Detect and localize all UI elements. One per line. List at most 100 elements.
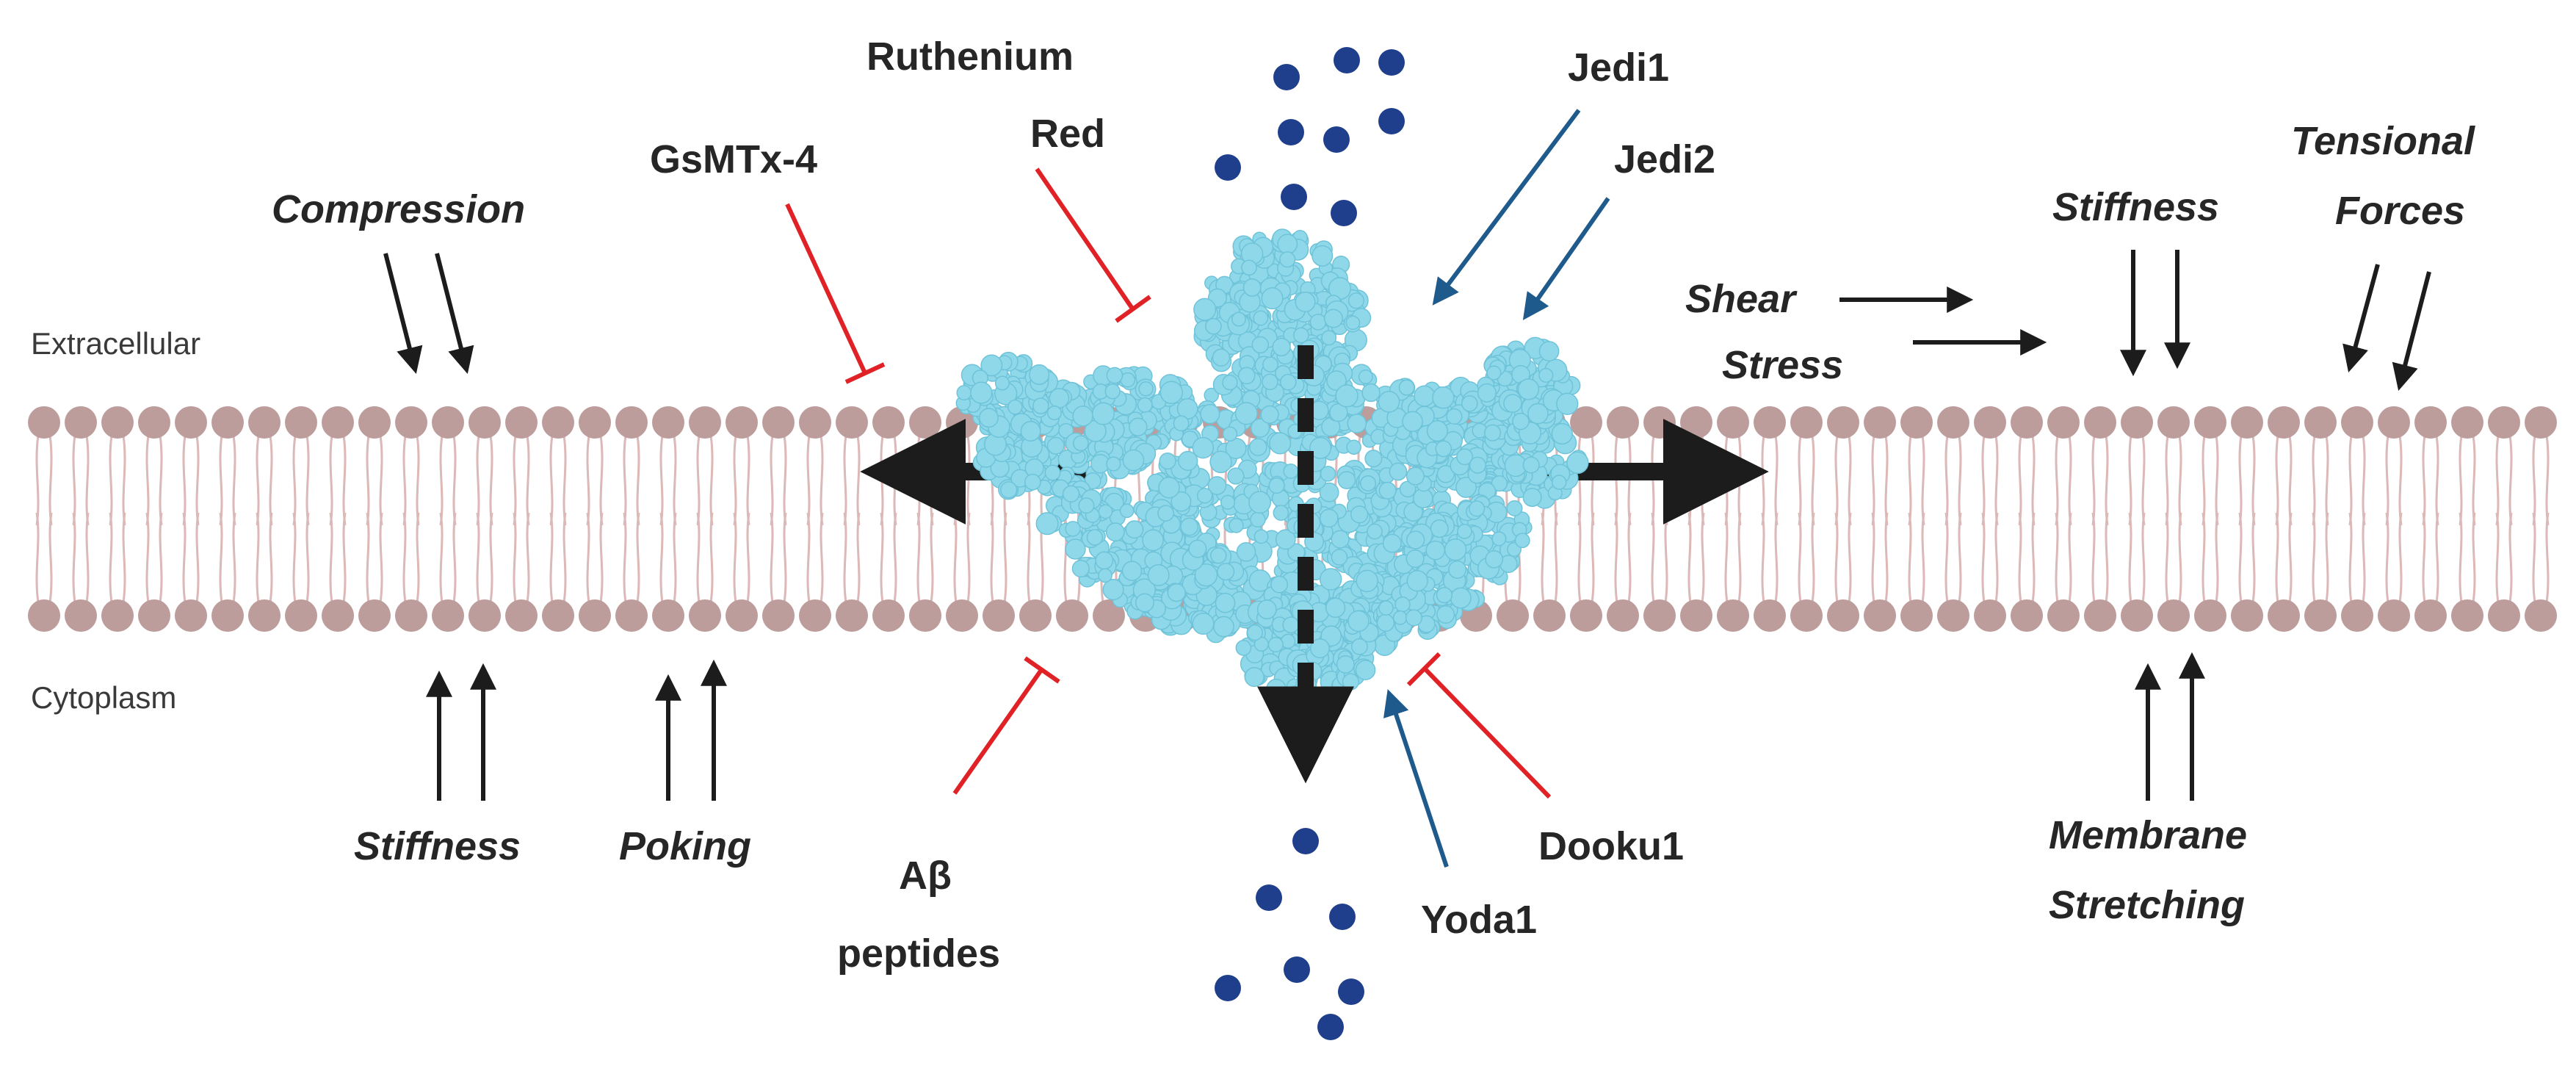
lipid-tail	[623, 435, 627, 526]
channel-atom	[1137, 397, 1153, 413]
lipid-tail	[2141, 435, 2146, 526]
lipid-head	[1790, 599, 1823, 632]
channel-atom	[1222, 375, 1238, 391]
stiffness-bottom-label: Stiffness	[354, 824, 521, 868]
lipid-tail	[696, 435, 701, 526]
lipid-tail	[562, 435, 567, 526]
lipid-tail	[109, 435, 113, 526]
lipid-head	[1570, 599, 1602, 632]
lipid-tail	[2325, 512, 2329, 603]
lipid-tail	[636, 435, 640, 526]
channel-atom	[1325, 597, 1346, 619]
lipid-tail	[820, 512, 824, 603]
channel-atom	[1491, 475, 1508, 492]
channel-atom	[1205, 317, 1222, 335]
channel-atom	[1469, 456, 1486, 474]
channel-atom	[1251, 336, 1270, 354]
lipid-tail	[1884, 512, 1889, 603]
channel-atom	[1269, 432, 1292, 455]
lipid-tail	[2495, 435, 2500, 526]
lipid-tail	[2422, 435, 2426, 526]
channel-atom	[1335, 384, 1358, 408]
lipid-tail	[2472, 435, 2476, 526]
lipid-tail	[2215, 512, 2219, 603]
channel-atom	[1098, 504, 1113, 519]
channel-atom	[1358, 370, 1373, 384]
channel-atom	[1376, 613, 1395, 632]
lipid-tail	[1811, 435, 1815, 526]
lipid-head	[762, 406, 795, 439]
lipid-tail	[232, 512, 236, 603]
lipid-tail	[1834, 512, 1839, 603]
lipid-head	[1643, 406, 1676, 439]
lipid-head	[2157, 406, 2190, 439]
abeta-label-1: Aβ	[899, 854, 952, 898]
lipid-head	[1754, 599, 1786, 632]
channel-atom	[1268, 477, 1285, 494]
lipid-tail	[2275, 435, 2279, 526]
lipid-head	[138, 599, 170, 632]
channel-atom	[1378, 600, 1394, 616]
lipid-tail	[305, 512, 310, 603]
channel-atom	[1147, 563, 1170, 586]
channel-atom	[1446, 408, 1463, 425]
lipid-head	[285, 406, 317, 439]
lipid-head	[1937, 599, 1969, 632]
membrane-stretching-label-2: Stretching	[2049, 883, 2245, 927]
lipid-tail	[1958, 512, 1962, 603]
lipid-head	[542, 406, 574, 439]
channel-atom	[1229, 518, 1244, 533]
lipid-head	[726, 406, 758, 439]
channel-atom	[1121, 561, 1143, 581]
lipid-head	[358, 599, 391, 632]
lipid-tail	[709, 435, 714, 526]
channel-atom	[1477, 383, 1497, 403]
lipid-tail	[379, 512, 383, 603]
channel-atom	[1241, 259, 1257, 276]
shear-stress-label-2: Stress	[1722, 343, 1843, 387]
lipid-head	[395, 406, 427, 439]
lipid-tail	[1921, 512, 1925, 603]
lipid-head	[1827, 599, 1859, 632]
channel-atom	[1046, 405, 1062, 421]
channel-atom	[1398, 379, 1415, 396]
channel-atom	[1159, 452, 1176, 470]
channel-atom	[1106, 456, 1121, 472]
channel-atom	[1331, 530, 1350, 549]
tensional-forces-label-1: Tensional	[2291, 119, 2475, 163]
ion-dot	[1292, 828, 1319, 854]
membrane-stretching-label-1: Membrane	[2049, 813, 2247, 857]
lipid-tail	[1994, 435, 1999, 526]
channel-atom	[1250, 418, 1270, 438]
channel-atom	[1566, 451, 1589, 475]
lipid-tail	[599, 435, 604, 526]
lipid-head	[2084, 599, 2116, 632]
lipid-tail	[990, 512, 994, 603]
lipid-head	[1864, 599, 1896, 632]
lipid-head	[726, 599, 758, 632]
lipid-tail	[1774, 435, 1779, 526]
lipid-tail	[783, 512, 787, 603]
lipid-tail	[145, 512, 150, 603]
channel-atom	[1425, 540, 1446, 561]
ion-dot	[1317, 1014, 1344, 1040]
abeta-inhibitor-bar	[1024, 656, 1060, 684]
channel-atom	[1279, 251, 1296, 268]
lipid-tail	[1063, 512, 1068, 603]
lipid-head	[689, 406, 721, 439]
lipid-tail	[2275, 512, 2279, 603]
lipid-tail	[733, 512, 737, 603]
jedi2-label: Jedi2	[1614, 137, 1715, 181]
channel-atom	[1394, 596, 1411, 613]
lipid-head	[2084, 406, 2116, 439]
channel-atom	[1321, 330, 1337, 346]
channel-atom	[1215, 592, 1236, 613]
lipid-head	[2304, 406, 2337, 439]
channel-atom	[1262, 373, 1278, 391]
lipid-head	[2121, 599, 2153, 632]
jedi2-arrow	[1522, 197, 1610, 320]
lipid-tail	[292, 512, 297, 603]
lipid-tail	[269, 512, 273, 603]
channel-atom	[1062, 485, 1080, 502]
